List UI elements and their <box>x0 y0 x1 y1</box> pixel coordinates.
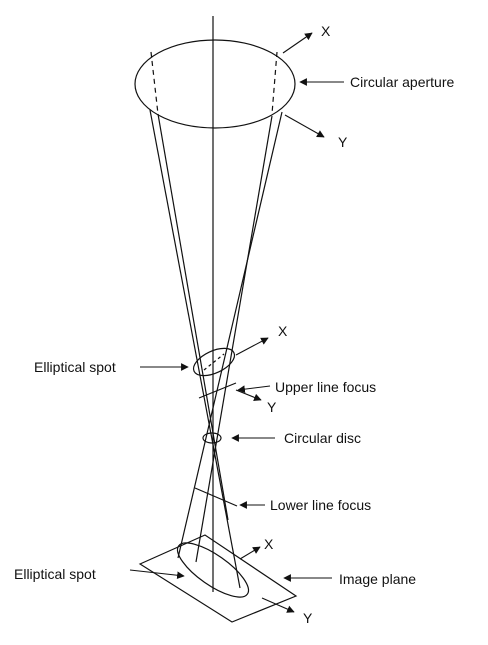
axis-arrow-bottom-y <box>261 597 295 613</box>
upper-line-focus <box>198 382 237 399</box>
label-bottom-x: X <box>264 536 274 552</box>
aperture-dashed-right <box>271 51 278 115</box>
label-top-x: X <box>321 23 331 39</box>
axis-arrow-top-x <box>282 32 313 54</box>
elliptical-spot-lower <box>176 542 250 598</box>
label-mid-y: Y <box>267 399 277 415</box>
label-lower-line-focus: Lower line focus <box>270 497 371 513</box>
image-plane <box>138 534 298 623</box>
ray-outer-left <box>149 109 241 589</box>
label-mid-x: X <box>278 323 288 339</box>
axis-arrow-mid-y <box>235 389 262 402</box>
ray-inner-left <box>157 113 229 521</box>
ray-outer-right <box>177 111 283 559</box>
label-image-plane: Image plane <box>339 571 416 587</box>
pointer-upper-line-focus <box>237 385 271 393</box>
elliptical-spot-upper-dashed <box>203 353 225 371</box>
axis-arrow-top-y <box>284 114 325 138</box>
elliptical-spot-upper <box>192 347 236 377</box>
axis-arrow-bottom-x <box>239 546 261 560</box>
circular-aperture <box>134 39 296 129</box>
label-circular-aperture: Circular aperture <box>350 74 454 90</box>
circular-disc <box>202 432 222 444</box>
label-bottom-y: Y <box>303 610 313 626</box>
label-upper-line-focus: Upper line focus <box>275 379 376 395</box>
aperture-dashed-left <box>150 51 159 115</box>
label-top-y: Y <box>338 134 348 150</box>
label-circular-disc: Circular disc <box>284 430 361 446</box>
pointer-elliptical-spot-lower <box>129 569 185 580</box>
lower-line-focus <box>194 487 238 507</box>
axis-arrow-mid-x <box>235 337 269 356</box>
label-elliptical-spot-upper: Elliptical spot <box>34 359 116 375</box>
label-elliptical-spot-lower: Elliptical spot <box>14 566 96 582</box>
ray-inner-right <box>195 115 273 563</box>
